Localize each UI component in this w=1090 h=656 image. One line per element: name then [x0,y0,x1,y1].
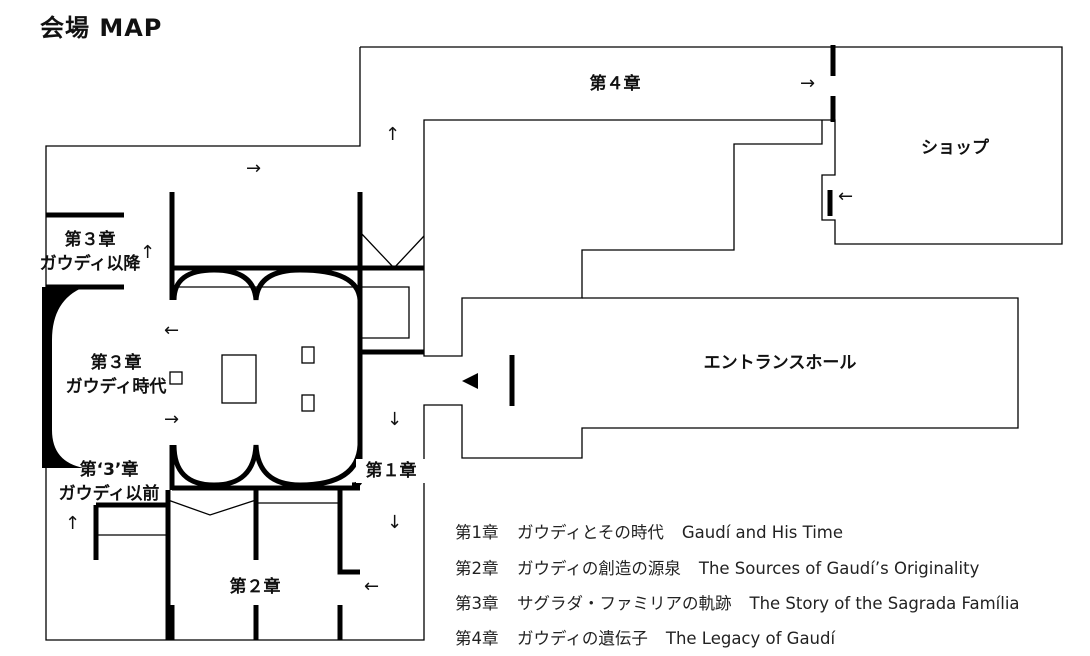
legend-en-title: The Legacy of Gaudí [665,629,836,648]
flow-arrow-left-icon: ← [364,576,380,597]
legend-chapter: 第2章 [455,559,499,578]
flow-arrow-up-icon: ↑ [140,242,156,263]
flow-arrow-up-icon: ↑ [65,513,81,534]
legend-chapter: 第4章 [455,629,499,648]
legend-jp-title: ガウディの創造の源泉 [517,559,681,578]
room-chapter3-after: 第３章 ガウディ以降 [30,228,150,276]
legend-chapter: 第1章 [455,523,499,542]
legend-jp-title: ガウディとその時代 [517,523,664,542]
room-chapter3-after-line2: ガウディ以降 [39,254,141,274]
legend-en-title: Gaudí and His Time [681,523,844,542]
flow-arrow-right-icon: → [246,158,262,179]
room-chapter3-before-line1: 第‘3’章 [79,460,139,480]
flow-arrow-down-icon: ↓ [387,409,403,430]
legend-item: 第2章ガウディの創造の源泉 The Sources of Gaudí’s Orig… [455,555,979,579]
legend-chapter: 第3章 [455,594,499,613]
flow-arrow-left-icon: ← [164,320,180,341]
room-chapter3-before: 第‘3’章 ガウディ以前 [45,458,173,506]
room-chapter4: 第４章 [589,74,641,94]
room-chapter3-during: 第３章 ガウディ時代 [52,351,180,399]
legend-jp-title: ガウディの遺伝子 [517,629,648,648]
legend-item: 第3章サグラダ・ファミリアの軌跡 The Story of the Sagrada… [455,590,1020,614]
legend-en-title: The Sources of Gaudí’s Originality [698,559,980,578]
room-chapter3-during-line1: 第３章 [90,353,142,373]
room-chapter3-before-line2: ガウディ以前 [58,484,160,504]
flow-arrow-right-icon: → [800,73,816,94]
room-chapter2: 第２章 [229,577,281,597]
room-shop: ショップ [921,138,989,158]
room-chapter1: 第１章 [356,459,426,483]
room-entrance-hall: エントランスホール [703,353,857,373]
flow-arrow-right-icon: → [164,409,180,430]
room-chapter3-after-line1: 第３章 [64,230,116,250]
legend-item: 第1章ガウディとその時代 Gaudí and His Time [455,519,843,543]
flow-arrow-left-icon: ← [838,186,854,207]
map-title: 会場 MAP [40,14,163,42]
flow-arrow-down-icon: ↓ [387,512,403,533]
legend-en-title: The Story of the Sagrada Família [749,594,1020,613]
legend-item: 第4章ガウディの遺伝子 The Legacy of Gaudí [455,625,835,649]
flow-arrow-up-icon: ↑ [385,124,401,145]
legend-jp-title: サグラダ・ファミリアの軌跡 [517,594,732,613]
room-chapter3-during-line2: ガウディ時代 [65,377,167,397]
